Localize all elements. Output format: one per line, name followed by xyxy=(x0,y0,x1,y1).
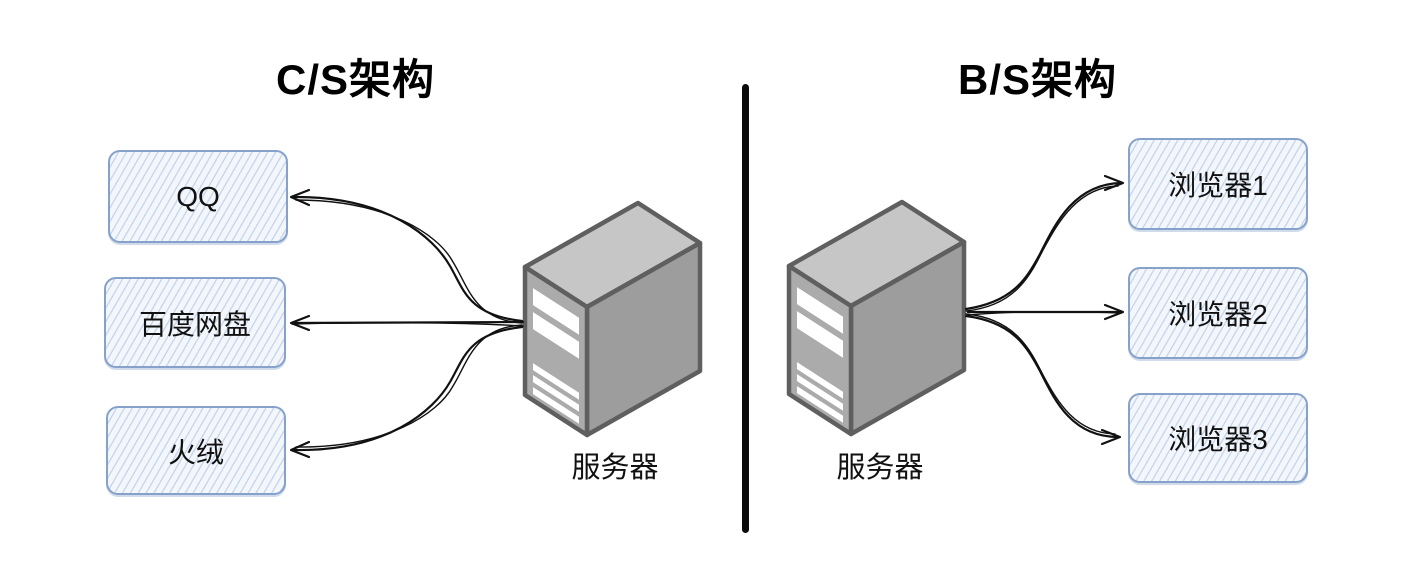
client-box-huorong: 火绒 xyxy=(106,406,286,495)
server-icon xyxy=(786,199,967,437)
cs-server-label: 服务器 xyxy=(571,452,659,484)
browser-box-label: 浏览器1 xyxy=(1168,170,1268,201)
client-box-baidu-netdisk: 百度网盘 xyxy=(104,277,286,368)
client-box-label: 百度网盘 xyxy=(138,308,251,340)
browser-box-1: 浏览器1 xyxy=(1128,138,1308,230)
client-box-qq: QQ xyxy=(108,150,288,243)
server-icon xyxy=(522,200,703,438)
browser-box-label: 浏览器2 xyxy=(1168,299,1268,330)
arrow-server-to-baidu xyxy=(289,314,525,332)
client-box-label: 火绒 xyxy=(167,436,224,468)
browser-box-label: 浏览器3 xyxy=(1168,424,1268,455)
arrow-server-to-browser1 xyxy=(964,174,1125,312)
arrow-server-to-qq xyxy=(289,188,524,324)
cs-architecture-title: C/S架构 xyxy=(275,56,435,103)
client-box-label: QQ xyxy=(176,180,220,212)
bs-server-label: 服务器 xyxy=(836,452,924,484)
divider-line xyxy=(742,84,749,533)
bs-architecture-title: B/S架构 xyxy=(957,56,1117,103)
browser-box-2: 浏览器2 xyxy=(1128,267,1308,359)
arrow-server-to-huorong xyxy=(289,324,524,459)
browser-box-3: 浏览器3 xyxy=(1128,393,1308,483)
arrow-server-to-browser3 xyxy=(964,313,1122,446)
arrow-server-to-browser2 xyxy=(966,303,1125,321)
